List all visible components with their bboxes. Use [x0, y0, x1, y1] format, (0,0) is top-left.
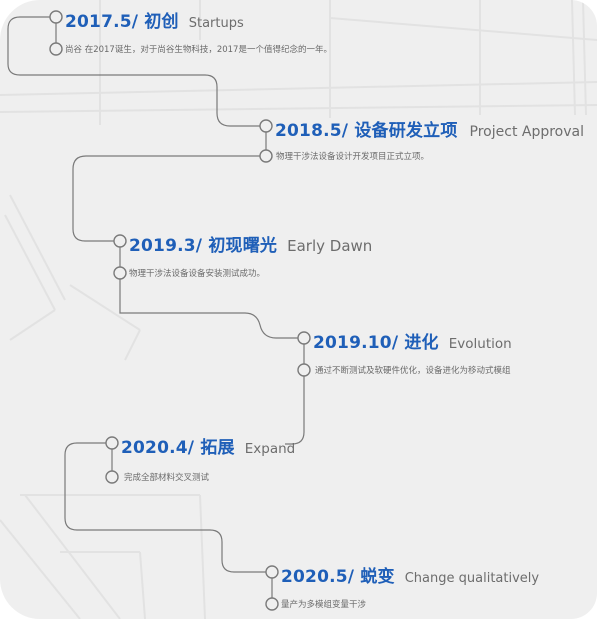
detail-dot [265, 597, 279, 611]
milestone-english: Startups [188, 16, 244, 31]
milestone-description: 量产为多模组变量干涉 [281, 600, 367, 610]
milestone-2019-10: 2019.10/ 进化 Evolution [313, 328, 512, 353]
milestone-title: 2019.3/ 初现曙光 [129, 236, 278, 256]
milestone-english: Project Approval [469, 124, 584, 140]
milestone-title: 2019.10/ 进化 [313, 333, 439, 353]
milestone-description: 完成全部材料交叉测试 [124, 473, 210, 483]
detail-dot [113, 266, 127, 280]
milestone-english: Change qualitatively [404, 571, 540, 586]
milestone-2020-5: 2020.5/ 蜕变 Change qualitatively [281, 562, 539, 587]
milestone-dot [259, 119, 273, 133]
milestone-title: 2020.5/ 蜕变 [281, 567, 395, 587]
milestone-dot [105, 436, 119, 450]
detail-dot [105, 470, 119, 484]
milestone-title: 2017.5/ 初创 [65, 12, 179, 32]
milestone-2020-4: 2020.4/ 拓展 Expand [121, 433, 295, 458]
milestone-title: 2020.4/ 拓展 [121, 438, 235, 458]
detail-dot [49, 42, 63, 56]
milestone-dot [49, 10, 63, 24]
detail-dot [297, 363, 311, 377]
milestone-2017-5: 2017.5/ 初创 Startups [65, 7, 244, 32]
milestone-description: 物理干涉法设备设备安装测试成功。 [129, 269, 266, 279]
milestone-2019-3: 2019.3/ 初现曙光 Early Dawn [129, 231, 372, 256]
milestone-dot [113, 234, 127, 248]
milestone-title: 2018.5/ 设备研发立项 [275, 121, 458, 141]
milestone-english: Early Dawn [287, 237, 373, 255]
milestone-dot [265, 565, 279, 579]
milestone-2018-5: 2018.5/ 设备研发立项 Project Approval [275, 116, 584, 141]
milestone-description: 尚谷 在2017诞生，对于尚谷生物科技，2017是一个值得纪念的一年。 [65, 45, 332, 55]
milestone-description: 物理干涉法设备设计开发项目正式立项。 [276, 152, 430, 162]
milestone-dot [297, 331, 311, 345]
milestone-english: Evolution [448, 336, 512, 352]
detail-dot [259, 149, 273, 163]
milestone-english: Expand [244, 441, 296, 457]
milestone-description: 通过不断测试及软硬件优化，设备进化为移动式模组 [315, 366, 511, 376]
